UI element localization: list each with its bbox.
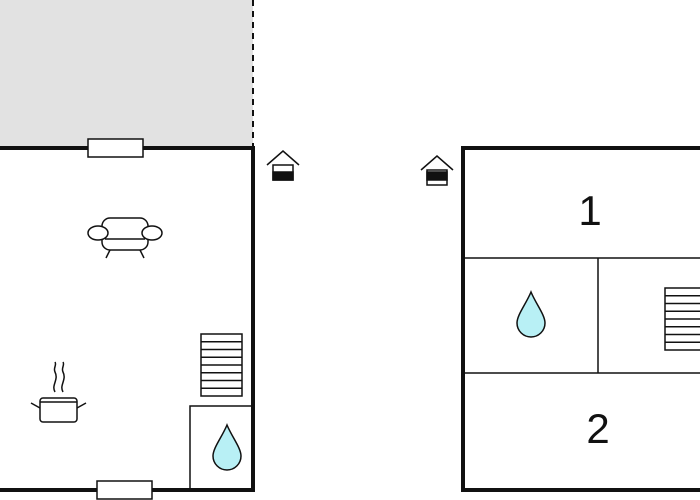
window-bottom (96, 480, 153, 500)
water-drop-icon (212, 423, 242, 471)
entrance-icon (266, 150, 300, 181)
window-top (87, 138, 144, 158)
stairs-icon (664, 287, 700, 351)
left-floor (0, 0, 255, 500)
right-floor: 1 2 (420, 146, 700, 492)
stairs-icon (200, 333, 243, 397)
right-floor-walls (461, 146, 700, 492)
cooking-pot-icon (30, 361, 87, 423)
entrance-icon (420, 155, 454, 186)
sofa-icon (87, 217, 163, 259)
room-label-2: 2 (586, 405, 609, 452)
water-drop-icon (516, 290, 546, 338)
terrace-area (0, 0, 253, 148)
left-floor-walls (0, 146, 255, 492)
bathroom-left (189, 405, 254, 491)
room-label-1: 1 (578, 187, 601, 234)
